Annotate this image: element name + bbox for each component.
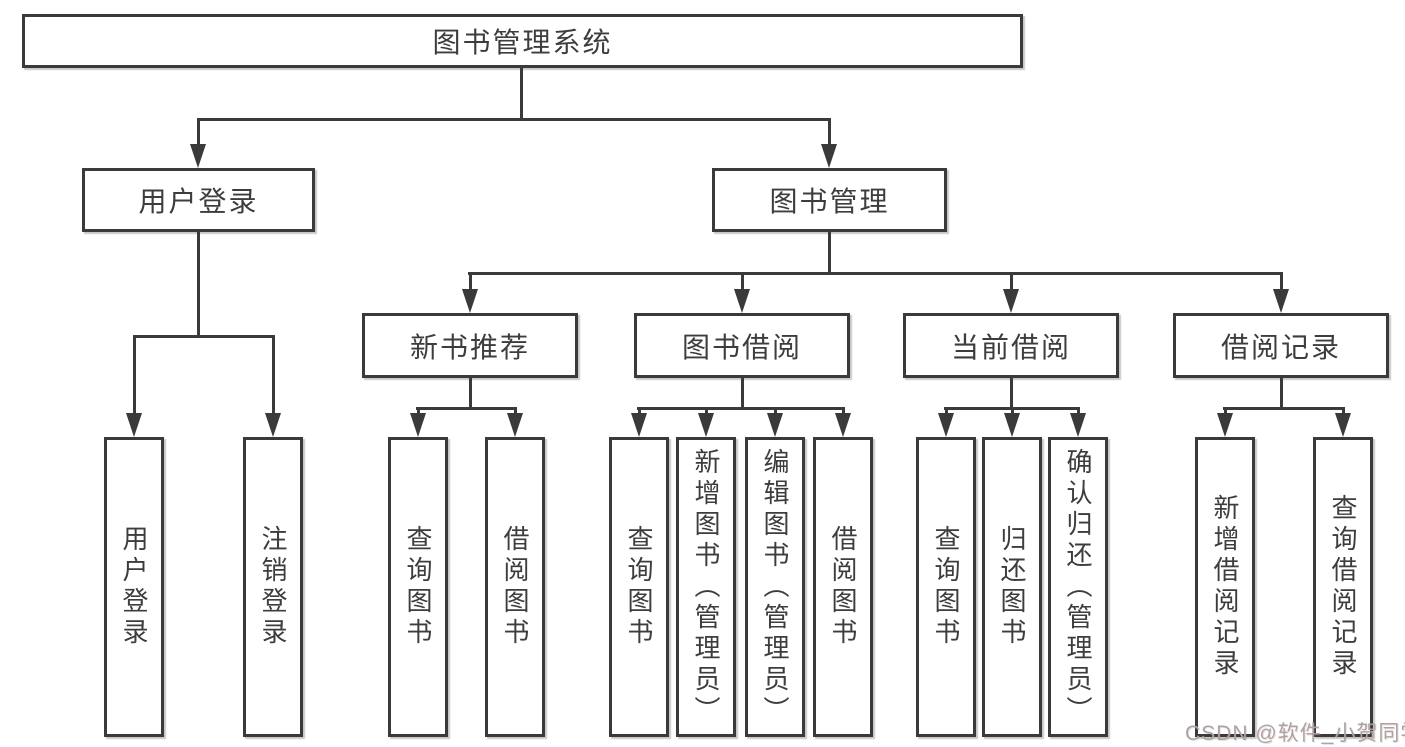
arrow-down-icon	[409, 413, 426, 437]
arrow-down-icon	[1272, 289, 1289, 313]
connector-hline	[197, 118, 831, 121]
arrow-down-icon	[461, 289, 478, 313]
leaf-query-book-borrow: 查询图书	[609, 437, 669, 737]
arrow-down-icon	[937, 413, 954, 437]
arrow-down-icon	[1216, 413, 1233, 437]
connector-vline	[416, 407, 420, 415]
connector-vline	[944, 407, 948, 415]
arrow-down-icon	[190, 144, 206, 168]
arrow-down-icon	[766, 413, 783, 437]
connector-vline	[828, 118, 831, 147]
connector-vline	[1223, 407, 1227, 415]
connector-vline	[197, 118, 200, 147]
leaf-borrow-book-recommend: 借阅图书	[485, 437, 545, 737]
arrow-down-icon	[1334, 413, 1351, 437]
leaf-query-borrow-record: 查询借阅记录	[1313, 437, 1373, 737]
connector-vline	[637, 407, 641, 415]
node-book-borrow: 图书借阅	[634, 313, 850, 378]
connector-hline	[468, 272, 1283, 275]
leaf-edit-book-admin: 编辑图书（管理员）	[745, 437, 805, 737]
node-borrow-records: 借阅记录	[1173, 313, 1389, 378]
leaf-query-book-current: 查询图书	[916, 437, 976, 737]
arrow-down-icon	[1069, 413, 1086, 437]
connector-hline	[133, 335, 274, 338]
connector-vline	[704, 407, 708, 415]
arrow-down-icon	[125, 413, 142, 437]
leaf-borrow-book-borrow: 借阅图书	[813, 437, 873, 737]
connector-hline	[1223, 407, 1345, 410]
arrow-down-icon	[697, 413, 714, 437]
leaf-user-login: 用户登录	[104, 437, 164, 737]
connector-vline	[1279, 378, 1283, 410]
arrow-down-icon	[264, 413, 281, 437]
connector-vline	[1010, 407, 1014, 415]
leaf-add-book-admin: 新增图书（管理员）	[676, 437, 736, 737]
connector-vline	[468, 272, 472, 292]
connector-vline	[740, 272, 744, 292]
connector-vline	[271, 335, 275, 415]
connector-vline	[841, 407, 845, 415]
leaf-confirm-return-admin: 确认归还（管理员）	[1048, 437, 1108, 737]
connector-hline	[637, 407, 845, 410]
leaf-query-book-recommend: 查询图书	[388, 437, 448, 737]
connector-vline	[1341, 407, 1345, 415]
node-new-book-recommend: 新书推荐	[362, 313, 578, 378]
leaf-logout-login: 注销登录	[243, 437, 303, 737]
connector-vline	[132, 335, 136, 415]
node-user-login: 用户登录	[82, 168, 315, 232]
node-root: 图书管理系统	[22, 14, 1023, 68]
connector-hline	[416, 407, 517, 410]
arrow-down-icon	[506, 413, 523, 437]
connector-vline	[1076, 407, 1080, 415]
leaf-add-borrow-record: 新增借阅记录	[1195, 437, 1255, 737]
connector-vline	[1279, 272, 1283, 292]
connector-vline	[520, 68, 523, 121]
arrow-down-icon	[630, 413, 647, 437]
connector-vline	[513, 407, 517, 415]
node-book-management: 图书管理	[712, 168, 947, 232]
arrow-down-icon	[1002, 289, 1019, 313]
connector-vline	[740, 378, 744, 410]
node-current-borrow: 当前借阅	[903, 313, 1119, 378]
connector-vline	[1009, 272, 1013, 292]
connector-vline	[468, 378, 472, 410]
connector-vline	[773, 407, 777, 415]
arrow-down-icon	[821, 144, 837, 168]
arrow-down-icon	[733, 289, 750, 313]
watermark: CSDN @软件_小贺同学	[1185, 722, 1405, 745]
connector-vline	[1009, 378, 1013, 410]
connector-hline	[944, 407, 1080, 410]
arrow-down-icon	[1003, 413, 1020, 437]
connector-vline	[828, 232, 831, 275]
arrow-down-icon	[834, 413, 851, 437]
connector-vline	[197, 232, 200, 338]
leaf-return-book: 归还图书	[982, 437, 1042, 737]
